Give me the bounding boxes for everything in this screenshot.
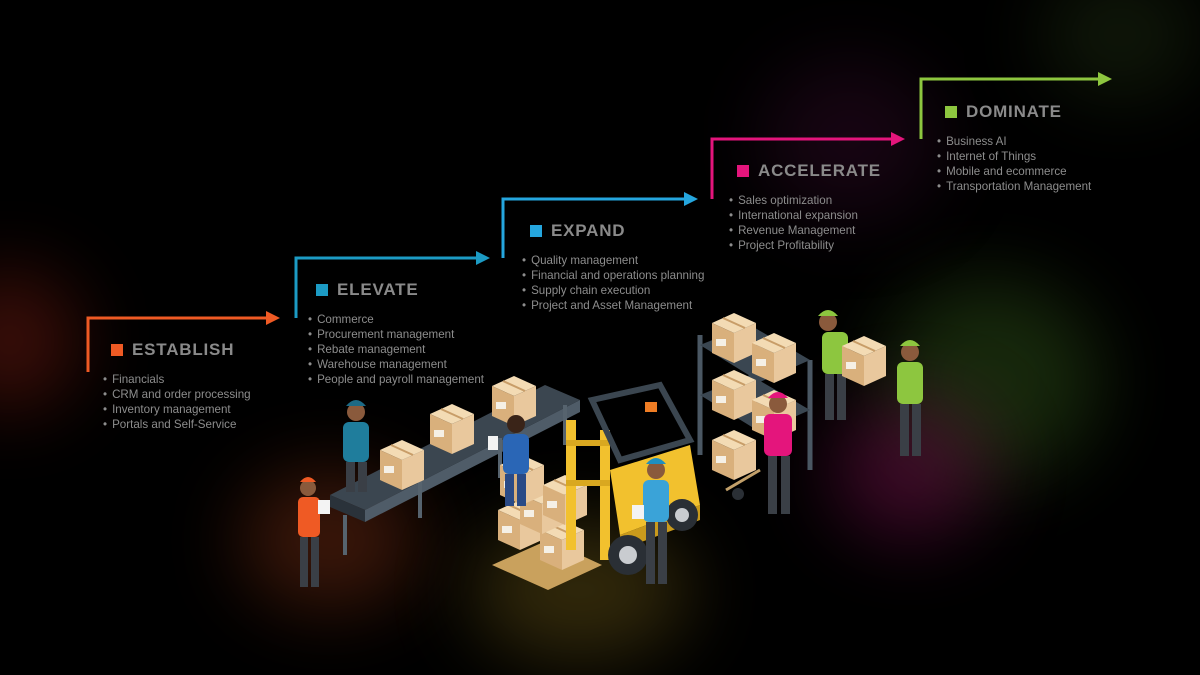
dominate-arrow — [919, 77, 1100, 139]
stage-items: Commerce Procurement management Rebate m… — [308, 312, 484, 387]
stage-title: ELEVATE — [316, 280, 484, 300]
stage-label: EXPAND — [551, 221, 626, 240]
list-item: Warehouse management — [308, 357, 484, 372]
dominate-color-square — [945, 106, 957, 118]
stage-dominate: DOMINATE Business AI Internet of Things … — [945, 102, 1091, 194]
worker-teal — [343, 400, 369, 492]
stage-title: ESTABLISH — [111, 340, 251, 360]
forklift — [566, 381, 700, 575]
list-item: CRM and order processing — [103, 387, 251, 402]
worker-blue — [488, 415, 529, 506]
stage-items: Business AI Internet of Things Mobile an… — [937, 134, 1091, 194]
accelerate-arrowhead — [891, 132, 905, 146]
establish-arrowhead — [266, 311, 280, 325]
list-item: Sales optimization — [729, 193, 881, 208]
box — [429, 403, 475, 455]
list-item: Revenue Management — [729, 223, 881, 238]
stage-items: Sales optimization International expansi… — [729, 193, 881, 253]
stage-accelerate: ACCELERATE Sales optimization Internatio… — [737, 161, 881, 253]
accelerate-arrow — [710, 137, 893, 199]
list-item: Financials — [103, 372, 251, 387]
pallet-stack — [492, 454, 602, 590]
establish-arrow — [86, 316, 268, 372]
dominate-arrowhead — [1098, 72, 1112, 86]
stage-label: DOMINATE — [966, 102, 1062, 121]
list-item: Project and Asset Management — [522, 298, 704, 313]
list-item: Commerce — [308, 312, 484, 327]
stage-expand: EXPAND Quality management Financial and … — [530, 221, 704, 313]
expand-color-square — [530, 225, 542, 237]
list-item: Quality management — [522, 253, 704, 268]
stage-label: ELEVATE — [337, 280, 419, 299]
elevate-arrow — [294, 256, 478, 318]
hand-truck — [711, 429, 761, 500]
stage-title: EXPAND — [530, 221, 704, 241]
expand-arrowhead — [684, 192, 698, 206]
accelerate-color-square — [737, 165, 749, 177]
stage-items: Financials CRM and order processing Inve… — [103, 372, 251, 432]
list-item: Financial and operations planning — [522, 268, 704, 283]
list-item: Mobile and ecommerce — [937, 164, 1091, 179]
expand-arrow — [501, 197, 686, 258]
list-item: Inventory management — [103, 402, 251, 417]
stage-elevate: ELEVATE Commerce Procurement management … — [316, 280, 484, 387]
stage-items: Quality management Financial and operati… — [522, 253, 704, 313]
worker-forklift-operator — [632, 458, 669, 584]
elevate-color-square — [316, 284, 328, 296]
stage-title: ACCELERATE — [737, 161, 881, 181]
establish-color-square — [111, 344, 123, 356]
list-item: Transportation Management — [937, 179, 1091, 194]
stage-label: ACCELERATE — [758, 161, 881, 180]
list-item: Internet of Things — [937, 149, 1091, 164]
workers-green-carrying-box — [818, 310, 923, 456]
list-item: Project Profitability — [729, 238, 881, 253]
worker-orange — [298, 477, 330, 587]
list-item: Business AI — [937, 134, 1091, 149]
stage-label: ESTABLISH — [132, 340, 235, 359]
list-item: Procurement management — [308, 327, 484, 342]
elevate-arrowhead — [476, 251, 490, 265]
stage-establish: ESTABLISH Financials CRM and order proce… — [111, 340, 251, 432]
box — [379, 439, 425, 491]
worker-pink — [764, 392, 792, 514]
stage-title: DOMINATE — [945, 102, 1091, 122]
list-item: Portals and Self-Service — [103, 417, 251, 432]
list-item: People and payroll management — [308, 372, 484, 387]
list-item: Rebate management — [308, 342, 484, 357]
list-item: Supply chain execution — [522, 283, 704, 298]
list-item: International expansion — [729, 208, 881, 223]
